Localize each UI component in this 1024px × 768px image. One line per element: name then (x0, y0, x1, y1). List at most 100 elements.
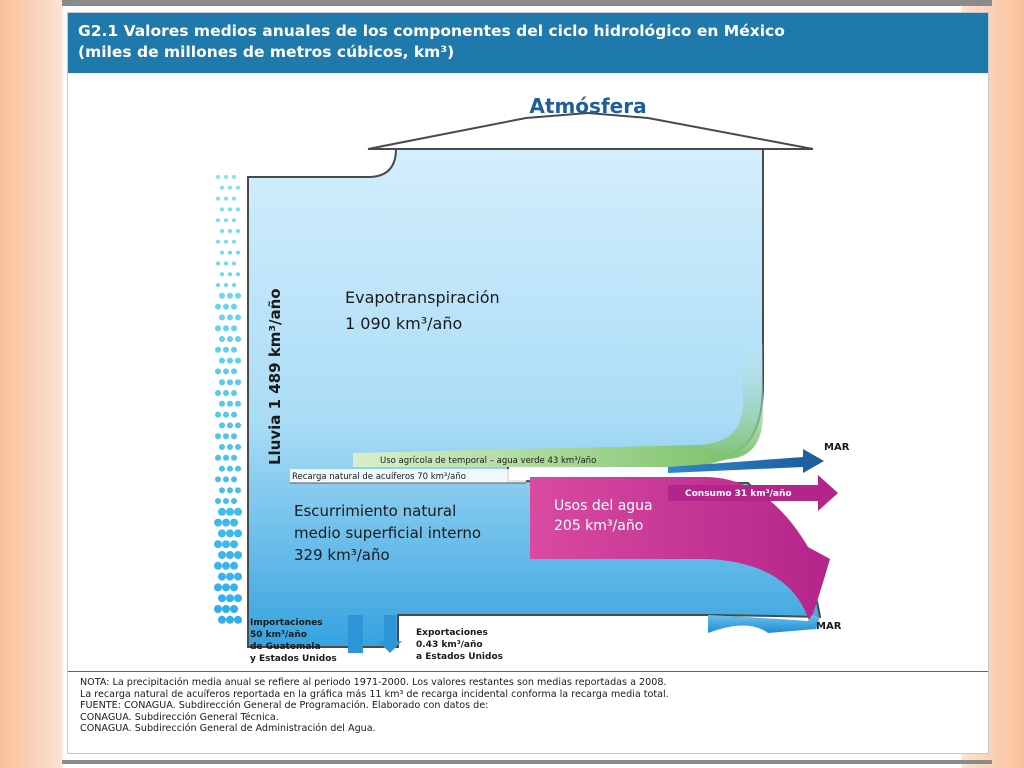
rain-dot (235, 314, 241, 321)
note-3: FUENTE: CONAGUA. Subdirección General de… (80, 700, 489, 712)
recharge-band (290, 469, 526, 483)
rain-dot (230, 561, 238, 570)
rain-dot (222, 561, 230, 570)
rain-dot (234, 507, 242, 516)
rain-dot (231, 433, 237, 440)
agricultural-band (353, 445, 728, 467)
rain-dot (235, 336, 241, 342)
rain-dot (215, 303, 221, 310)
rain-dot (230, 583, 238, 592)
evapotranspiration-value: 1 090 km³/año (345, 314, 462, 333)
rain-dot (235, 422, 241, 429)
rain-dot (234, 551, 242, 559)
rain-dot (220, 229, 224, 233)
rain-dot (231, 368, 237, 375)
rain-dot (219, 314, 225, 321)
note-4: CONAGUA. Subdirección General Técnica. (80, 711, 279, 723)
rain-dot (218, 594, 226, 603)
rain-dot (219, 379, 225, 386)
rain-dot (232, 261, 236, 266)
rain-dot (231, 476, 237, 483)
rain-dot (227, 400, 233, 407)
rain-dot (215, 368, 221, 375)
rain-dot (227, 314, 233, 321)
runoff-label-2: medio superficial interno (294, 524, 481, 542)
rain-dot (220, 250, 224, 255)
rain-dot (234, 615, 242, 624)
rain-dot (236, 207, 240, 212)
evapotranspiration-label: Evapotranspiración (345, 288, 500, 307)
rain-dot (223, 390, 229, 396)
diagram-svg: Atmósfera Lluvia 1 489 km³/año Evapotran… (214, 94, 850, 664)
rain-dot (223, 325, 229, 332)
rain-dot (223, 476, 229, 483)
rain-dot (214, 561, 222, 570)
rain-dot (223, 433, 229, 440)
rain-dot (216, 175, 220, 179)
rain-dot (231, 325, 237, 332)
rain-dot (232, 196, 236, 201)
rain-dot (219, 336, 225, 342)
rain-dot (223, 368, 229, 375)
atmosphere-roof (367, 111, 814, 150)
rain-dot (231, 303, 237, 310)
rain-dot (226, 594, 234, 603)
rain-dot (235, 465, 241, 472)
rain-dot (215, 454, 221, 461)
note-1: NOTA: La precipitación media anual se re… (80, 677, 667, 688)
rain-dot (235, 400, 241, 407)
rain-dot (234, 594, 242, 603)
rain-dot (230, 540, 238, 549)
rain-dot (222, 540, 230, 549)
rain-dot (223, 411, 229, 418)
rain-dot (235, 292, 241, 299)
rain-dot (215, 411, 221, 418)
rain-dot (231, 498, 237, 504)
rain-dot (223, 498, 229, 504)
rain-dot (214, 605, 222, 613)
rain-dot (235, 357, 241, 364)
rain-dot (220, 207, 224, 212)
rain-dot (224, 175, 228, 179)
rain-dot (222, 605, 230, 613)
agricultural-stream-rise (698, 343, 763, 459)
rain-dot (235, 487, 241, 494)
rain-dot (235, 379, 241, 386)
rain-dot (236, 229, 240, 233)
rain-dot (218, 529, 226, 538)
rain-dot (227, 336, 233, 342)
atmosphere-label: Atmósfera (529, 94, 646, 118)
sea-bottom-label: MAR (816, 621, 842, 632)
imports-label-1: Importaciones (250, 618, 323, 628)
rain-dot (226, 507, 234, 516)
note-2: La recarga natural de acuíferos reportad… (80, 688, 669, 700)
rain-dot (227, 292, 233, 299)
rain-dots (214, 175, 242, 624)
figure-notes: NOTA: La precipitación media anual se re… (68, 671, 988, 754)
rain-dot (235, 444, 241, 450)
rain-dot (216, 196, 220, 201)
rain-dot (219, 444, 225, 450)
sea-exit-bottom (708, 615, 820, 633)
sea-top-label: MAR (824, 442, 850, 453)
rain-dot (227, 357, 233, 364)
rain-dot (224, 261, 228, 266)
figure-title: G2.1 Valores medios anuales de los compo… (78, 21, 978, 63)
imports-label-2: 50 km³/año (250, 630, 307, 640)
rain-dot (215, 498, 221, 504)
rain-dot (227, 379, 233, 386)
note-5: CONAGUA. Subdirección General de Adminis… (80, 723, 376, 735)
rain-dot (227, 487, 233, 494)
sea-arrow-top (668, 449, 824, 473)
rain-dot (216, 239, 220, 244)
exports-label-1: Exportaciones (416, 628, 488, 638)
rain-dot (228, 250, 232, 255)
rain-dot (236, 250, 240, 255)
rain-dot (214, 518, 222, 527)
rain-dot (230, 518, 238, 527)
rain-dot (234, 572, 242, 581)
rain-dot (220, 185, 224, 190)
rain-dot (231, 390, 237, 396)
water-uses-value: 205 km³/año (554, 518, 643, 534)
consumption-arrow (668, 475, 838, 511)
